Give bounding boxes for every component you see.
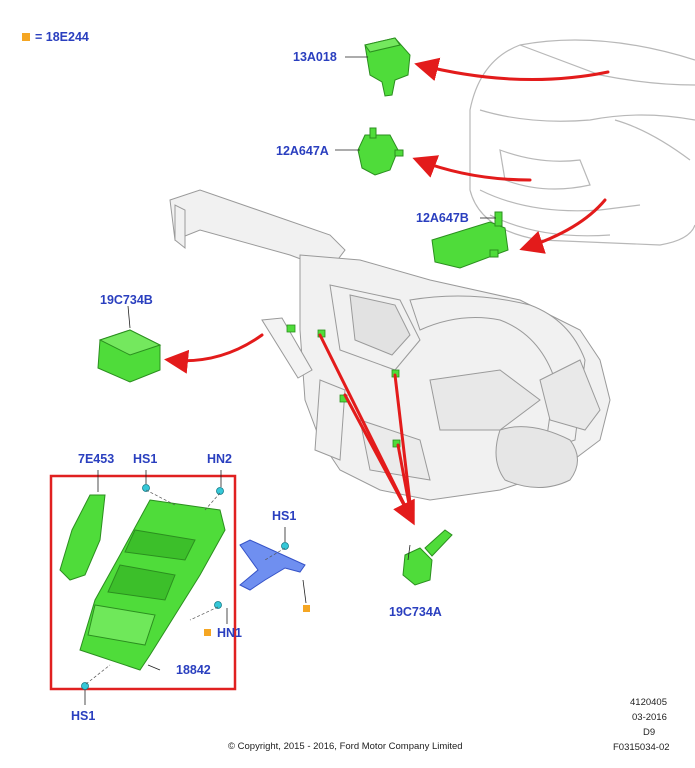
callout-HN2: HN2 xyxy=(207,452,233,466)
part-19C734A xyxy=(402,529,453,586)
illustration-date: 03-2016 xyxy=(632,712,667,723)
callout-HS1-top: HS1 xyxy=(133,452,158,466)
dashed-lines xyxy=(85,489,286,685)
legend-label: = 18E244 xyxy=(35,30,89,44)
highlight-frame xyxy=(49,474,237,691)
part-12A647B xyxy=(431,211,509,269)
callout-18842: 18842 xyxy=(176,663,211,677)
fasteners xyxy=(81,484,289,690)
callout-HS1-bracket: HS1 xyxy=(272,509,297,523)
vehicle-front-outline xyxy=(469,39,695,246)
callout-HS1-bottom: HS1 xyxy=(71,709,96,723)
callout-12A647B: 12A647B xyxy=(416,211,469,225)
callout-7E453: 7E453 xyxy=(78,452,115,466)
callout-19C734A: 19C734A xyxy=(389,605,442,619)
part-18842 xyxy=(79,499,226,671)
bracket xyxy=(239,539,306,591)
part-12A647A xyxy=(357,127,404,176)
illustration-code: 4120405 xyxy=(630,697,667,708)
figure-number: F0315034-02 xyxy=(613,742,670,753)
18E244-markers xyxy=(204,605,310,636)
legend-marker xyxy=(22,33,30,41)
callout-12A647A: 12A647A xyxy=(276,144,329,158)
part-13A018 xyxy=(364,37,411,97)
illustration-region: D9 xyxy=(643,727,656,738)
callout-13A018: 13A018 xyxy=(293,50,337,64)
part-7E453 xyxy=(59,494,106,581)
callout-19C734B: 19C734B xyxy=(100,293,153,307)
pointer-arrows xyxy=(164,57,610,526)
leader-lines xyxy=(84,56,496,705)
callout-HN1: HN1 xyxy=(217,626,243,640)
part-19C734B xyxy=(97,329,162,383)
vent-bezel xyxy=(261,317,313,379)
copyright-text: © Copyright, 2015 - 2016, Ford Motor Com… xyxy=(228,741,463,752)
hvac-duct-assembly xyxy=(169,189,611,501)
